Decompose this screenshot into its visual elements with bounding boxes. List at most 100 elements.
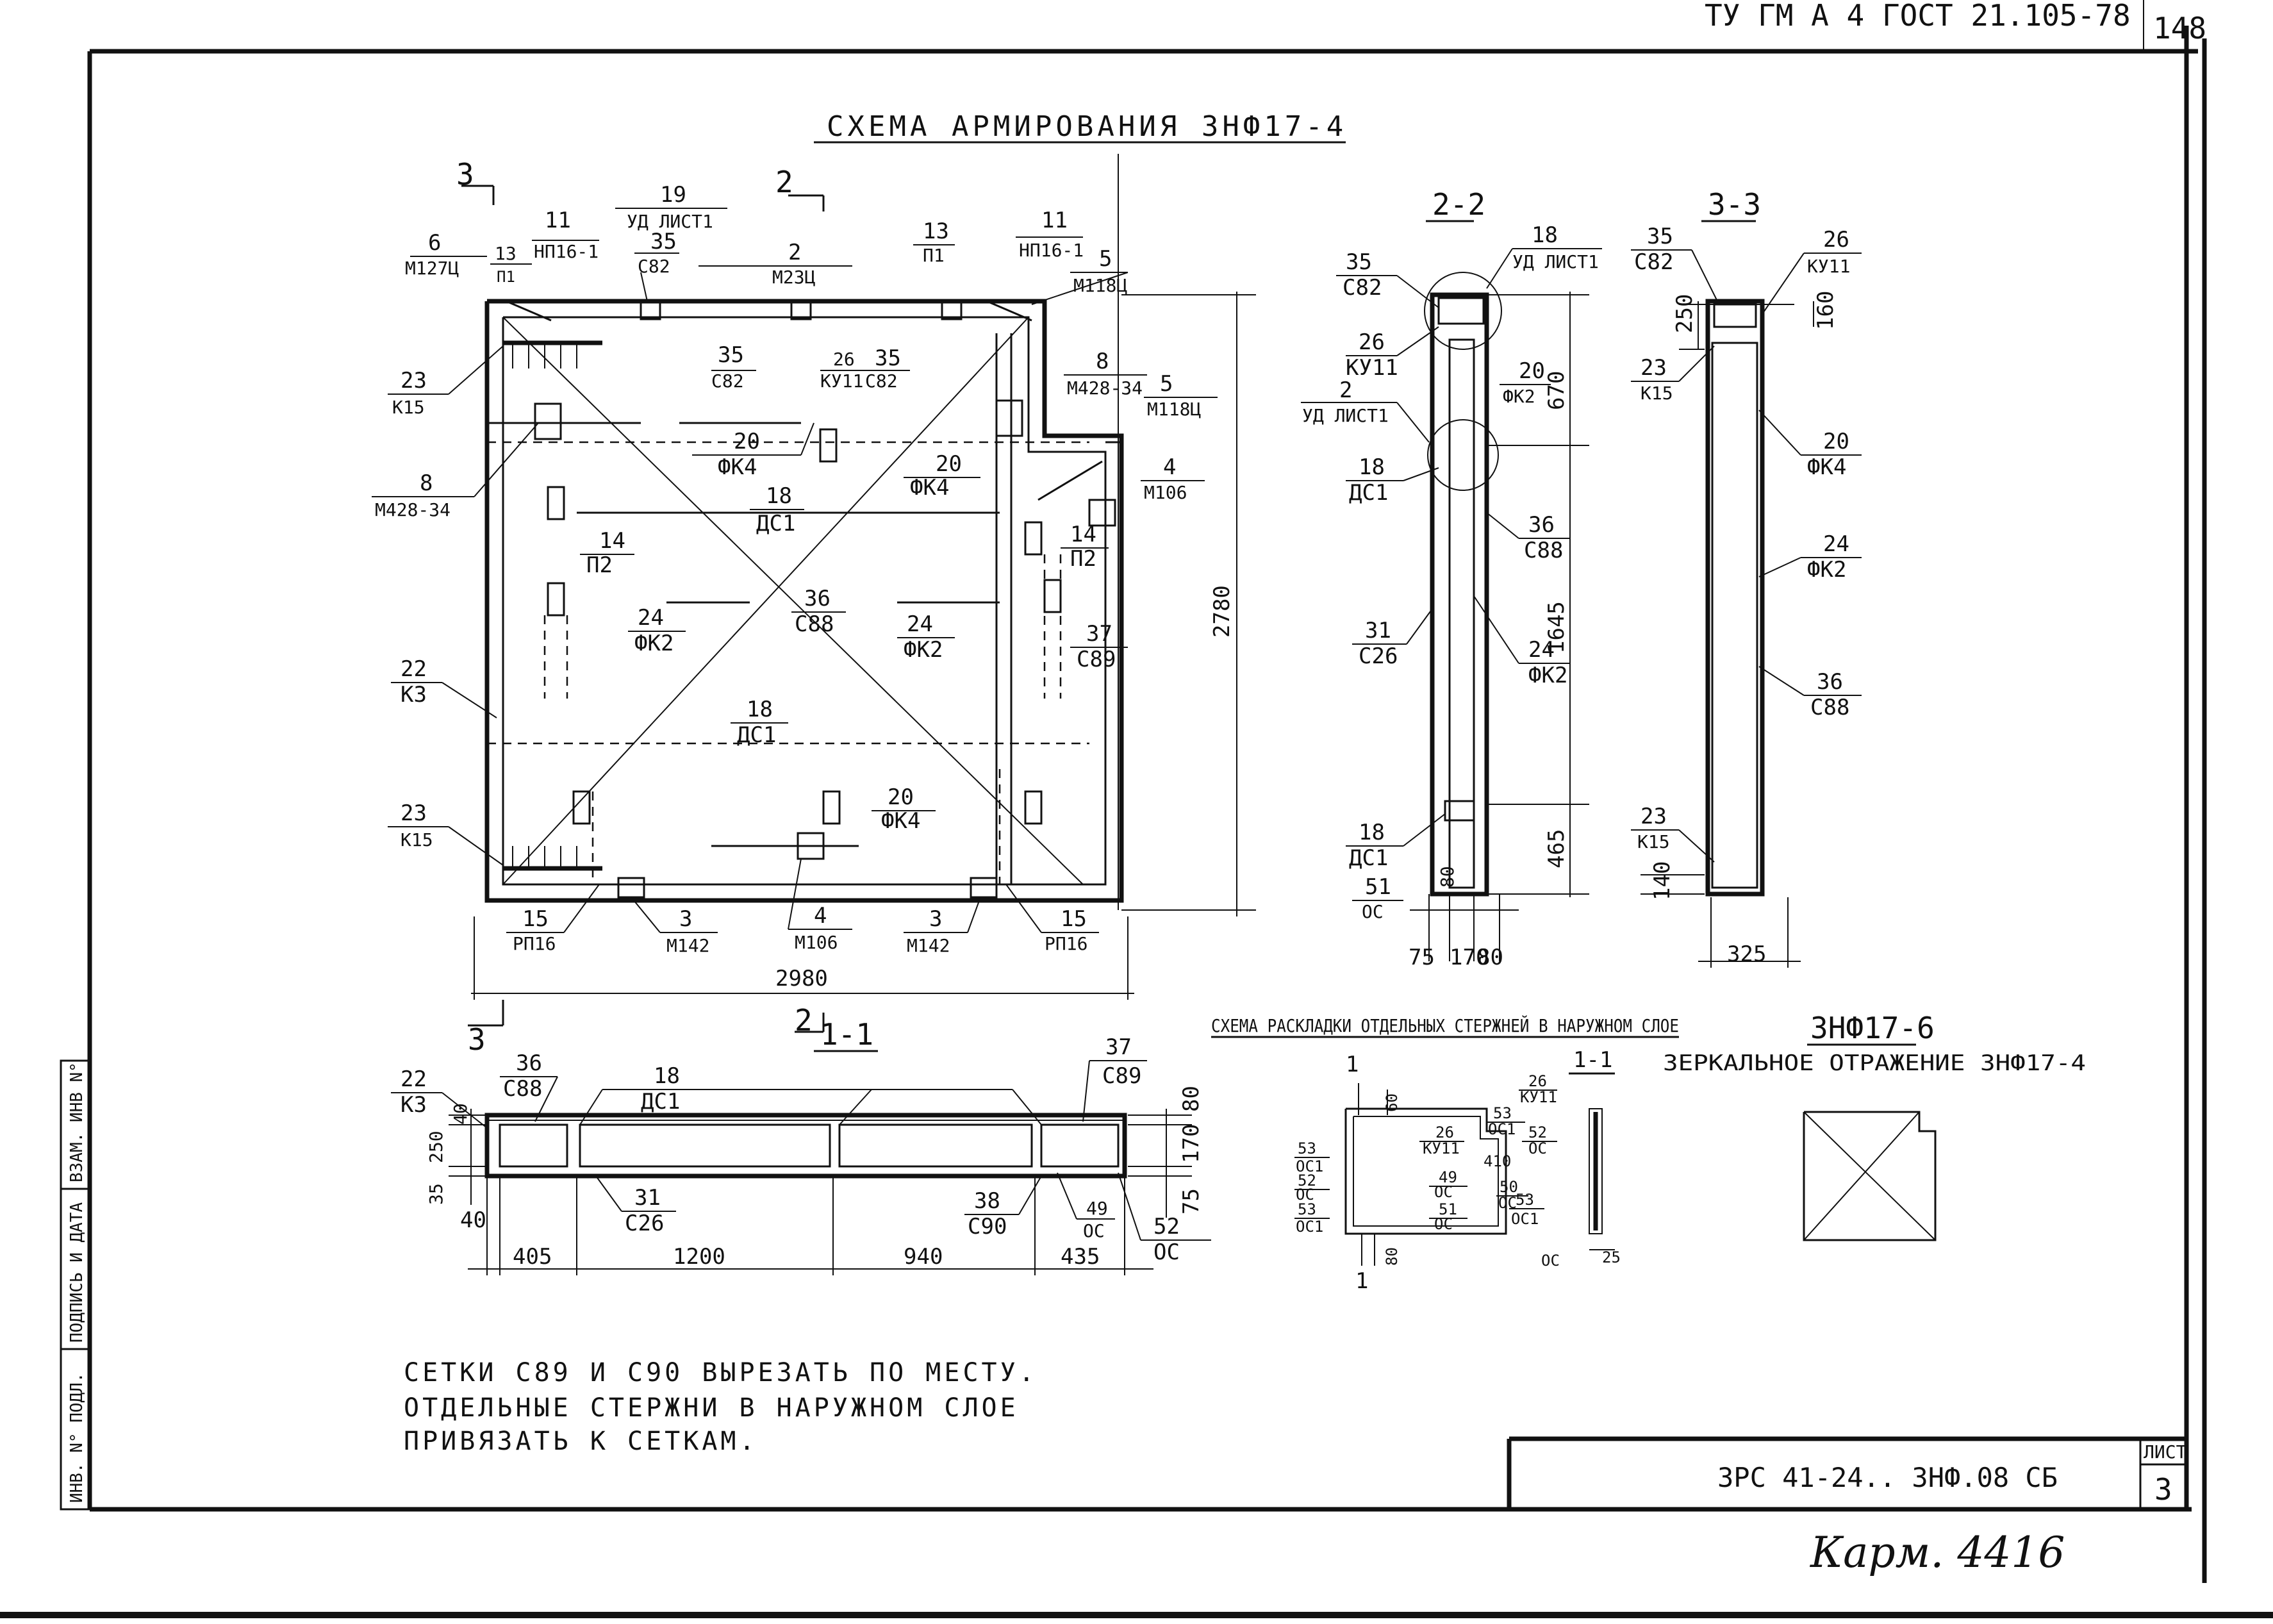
svg-text:ФК4: ФК4	[1807, 454, 1846, 480]
svg-text:ОС: ОС	[1296, 1186, 1314, 1204]
callout-4b: 4 М106	[788, 903, 852, 953]
svg-text:С82: С82	[1634, 249, 1673, 275]
svg-text:П1: П1	[923, 245, 945, 266]
callout-14a: 14 П2	[580, 528, 634, 578]
svg-text:20: 20	[936, 451, 962, 477]
svg-text:20: 20	[1519, 358, 1545, 384]
dim-height-2780: 2780	[1209, 585, 1235, 638]
stamp-sheet-label: ЛИСТ	[2144, 1441, 2187, 1462]
callout-13a: 13 П1	[490, 243, 532, 286]
svg-text:М127Ц: М127Ц	[405, 258, 459, 279]
svg-text:УД ЛИСТ1: УД ЛИСТ1	[1512, 251, 1599, 272]
callout-26a: 26 КУ11	[820, 349, 865, 392]
outer-dim-410: 410	[1484, 1152, 1511, 1170]
svg-text:КУ11: КУ11	[1423, 1139, 1460, 1157]
svg-text:С89: С89	[1077, 647, 1116, 672]
svg-text:ДС1: ДС1	[756, 511, 795, 536]
svg-text:ОС: ОС	[1528, 1139, 1547, 1157]
svg-text:ДС1: ДС1	[737, 722, 776, 748]
s33-dim-250: 250	[1672, 294, 1698, 333]
outer-dim-25: 25	[1602, 1248, 1621, 1266]
svg-text:35: 35	[1346, 249, 1372, 275]
svg-text:14: 14	[599, 528, 625, 554]
side-inv-vzam: ВЗАМ. ИНВ N°	[67, 1062, 87, 1182]
svg-text:К3: К3	[401, 1092, 427, 1118]
callout-35a: 35 С82	[634, 229, 679, 277]
svg-text:П1: П1	[497, 268, 515, 286]
callout-35b: 35 С82	[711, 342, 756, 392]
svg-text:49: 49	[1439, 1168, 1457, 1186]
svg-text:К15: К15	[1641, 383, 1673, 404]
svg-text:53: 53	[1516, 1191, 1534, 1209]
svg-text:ФК4: ФК4	[718, 454, 757, 480]
svg-text:6: 6	[428, 230, 441, 256]
outer-layer-section: 1-1	[1573, 1047, 1612, 1073]
svg-text:52: 52	[1153, 1214, 1180, 1239]
svg-text:ДС1: ДС1	[1349, 480, 1388, 506]
svg-text:24: 24	[907, 611, 933, 637]
s22-dim-1645: 1645	[1544, 601, 1569, 654]
callout-23b: 23 К15	[388, 800, 449, 850]
svg-text:С26: С26	[1359, 643, 1398, 669]
svg-text:18: 18	[1359, 820, 1385, 845]
standard-header: ТУ ГМ А 4 ГОСТ 21.105-78	[1705, 0, 2131, 33]
svg-text:НП16-1: НП16-1	[534, 241, 599, 262]
svg-text:26: 26	[833, 349, 855, 370]
section-3-3-title: 3-3	[1708, 187, 1761, 222]
svg-text:8: 8	[420, 470, 433, 496]
svg-text:ОС1: ОС1	[1296, 1157, 1323, 1175]
s33-dim-140: 140	[1649, 861, 1675, 900]
svg-text:20: 20	[1823, 429, 1849, 454]
callout-3b: 3 М142	[904, 906, 968, 956]
section-1-1-title: 1-1	[820, 1017, 873, 1052]
svg-text:ФК2: ФК2	[1528, 663, 1567, 688]
svg-text:С88: С88	[1810, 695, 1849, 720]
s11-dim-35: 35	[426, 1183, 447, 1205]
s22-dim-170: 170	[1450, 945, 1489, 970]
section-mark-2-top: 2	[775, 165, 793, 199]
svg-text:ОС: ОС	[1434, 1215, 1453, 1233]
svg-text:КУ11: КУ11	[1520, 1088, 1557, 1106]
svg-text:С90: С90	[968, 1214, 1007, 1239]
callout-4a: 4 М106	[1141, 454, 1205, 503]
svg-text:5: 5	[1099, 246, 1112, 272]
callout-11b: 11 НП16-1	[1016, 208, 1084, 261]
panel-elevation	[484, 299, 1124, 903]
svg-text:ФК2: ФК2	[1503, 386, 1535, 407]
outer-dim-60: 60	[1383, 1093, 1401, 1112]
s33-dim-325: 325	[1727, 941, 1766, 967]
svg-text:К15: К15	[1637, 831, 1670, 852]
svg-text:С89: С89	[1102, 1063, 1141, 1089]
svg-text:20: 20	[734, 429, 760, 454]
section-1-1-callouts: 36 С88 18 ДС1 37 С89 22 К3 31 С26 38 С90…	[391, 1034, 1211, 1265]
svg-text:50: 50	[1500, 1178, 1518, 1196]
svg-text:18: 18	[766, 483, 792, 509]
section-marks-main	[461, 185, 825, 1033]
outer-layer-mark-top: 1	[1346, 1052, 1359, 1077]
callout-5b: 5 М118Ц	[1144, 371, 1218, 420]
callout-35c: 35 С82	[865, 345, 910, 392]
callout-20a: 20 ФК4	[692, 429, 801, 480]
callout-15a: 15 РП16	[506, 906, 564, 954]
svg-text:51: 51	[1439, 1200, 1457, 1218]
svg-text:П2: П2	[1070, 546, 1096, 572]
callout-13b: 13 П1	[913, 219, 955, 266]
svg-text:11: 11	[545, 208, 571, 233]
svg-text:С88: С88	[795, 611, 834, 637]
svg-text:С26: С26	[625, 1211, 664, 1236]
outer-os-label: ОС	[1541, 1252, 1560, 1270]
callout-14b: 14 П2	[1061, 522, 1109, 572]
svg-text:М142: М142	[666, 935, 709, 956]
svg-text:24: 24	[1823, 531, 1849, 557]
svg-text:13: 13	[923, 219, 949, 244]
outer-layer-labels: 53 ОС1 52 ОС 53 ОС1 26 КУ11 53 ОС1 52 ОС…	[1294, 1072, 1557, 1236]
side-podpis: ПОДПИСЬ И ДАТА	[67, 1202, 87, 1343]
svg-text:52: 52	[1298, 1172, 1316, 1189]
svg-text:35: 35	[650, 229, 677, 254]
callout-2: 2 М23Ц	[698, 240, 852, 288]
callout-22a: 22 К3	[391, 656, 442, 708]
svg-text:П2: П2	[586, 552, 613, 578]
svg-text:36: 36	[1528, 512, 1555, 538]
